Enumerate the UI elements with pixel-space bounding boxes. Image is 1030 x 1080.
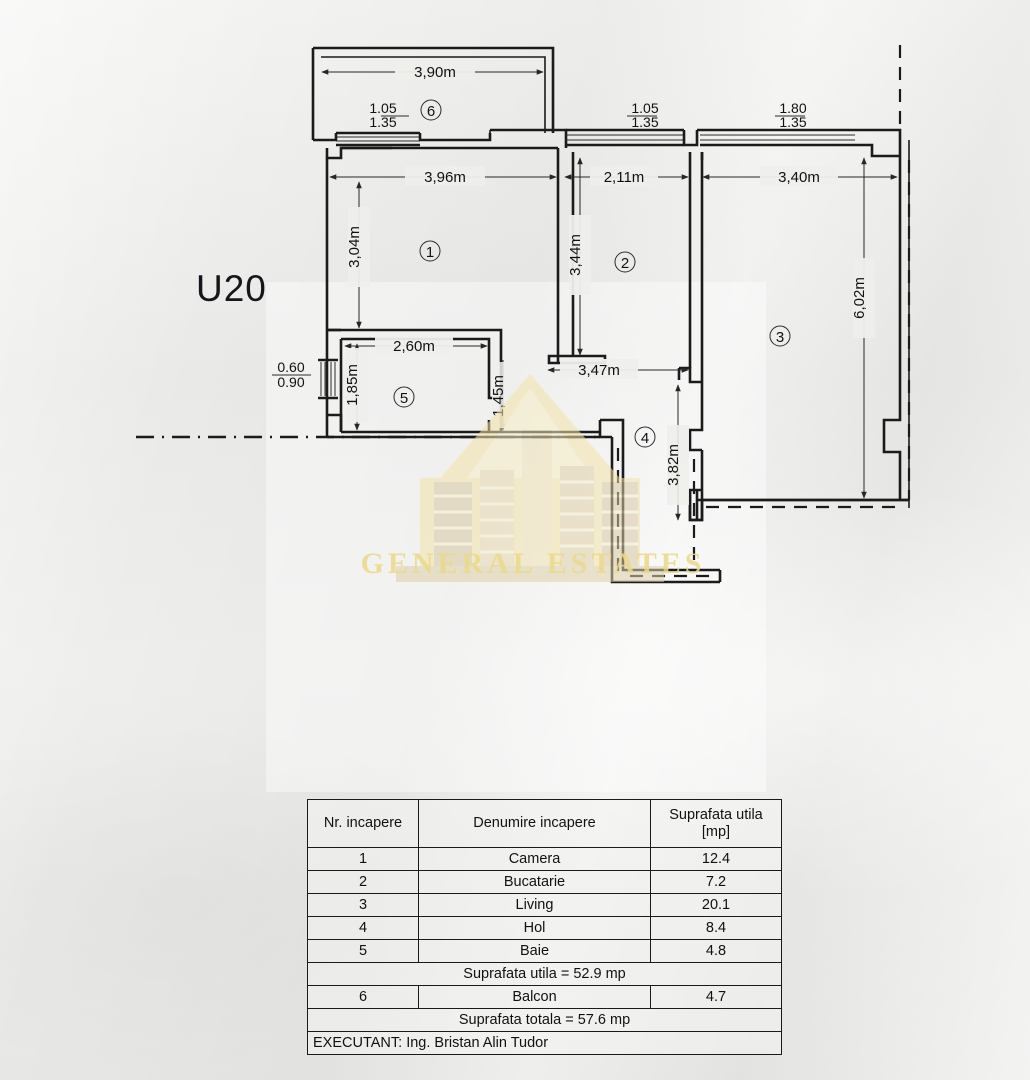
row-nr: 3 [307,893,419,918]
room-schedule-table: Nr. incapere Denumire incapere Suprafata… [307,798,782,1056]
table-row: 4 Hol 8.4 [307,916,782,941]
header-area: Suprafata utila [mp] [650,798,782,849]
room-marker-2-label: 2 [621,255,629,272]
opening-living-top: 1.80 [779,100,806,116]
subtotal-label: Suprafata utila = 52.9 mp [307,962,782,987]
dim-balcony-width-label: 3,90m [414,64,456,81]
dim-bath-door-label: 1,45m [490,375,507,417]
living-bottom-stub [688,490,909,522]
executant-label: EXECUTANT: Ing. Bristan Alin Tudor [307,1031,782,1056]
opening-kitchen-bottom: 1.35 [631,114,658,130]
row-area: 20.1 [650,893,782,918]
table-body: 1 Camera 12.4 2 Bucatarie 7.2 3 Living 2… [307,847,782,1056]
dim-room1-height: 3,04m [346,181,370,329]
room-marker-6: 6 [420,99,442,121]
table-header-row: Nr. incapere Denumire incapere Suprafata… [307,798,782,849]
room-marker-3-label: 3 [776,329,784,346]
balcony-name: Balcon [418,985,651,1010]
balcony-outline [311,46,555,140]
living-walls [688,128,910,522]
dim-balcony-width: 3,90m [321,61,544,81]
table-row: 5 Baie 4.8 [307,939,782,964]
total-label: Suprafata totala = 57.6 mp [307,1008,782,1033]
header-nr: Nr. incapere [307,798,419,849]
room-marker-5-label: 5 [400,390,408,407]
watermark-text: GENERAL ESTATES [360,547,706,580]
header-name: Denumire incapere [418,798,651,849]
dim-hall-height: 3,82m [665,384,689,521]
row-area: 4.8 [650,939,782,964]
total-row: Suprafata totala = 57.6 mp [307,1008,782,1033]
dim-living-width-label: 3,40m [778,169,820,186]
opening-kitchen-window: 1.05 1.35 [627,100,659,130]
room-marker-2: 2 [614,251,636,273]
balcony-nr: 6 [307,985,419,1010]
property-boundary-dashed [692,45,911,560]
dim-bath-height-label: 1,85m [344,364,361,406]
balcony-area: 4.7 [650,985,782,1010]
room-marker-1-label: 1 [426,244,434,261]
dim-living-height-label: 6,02m [851,277,868,319]
row-area: 8.4 [650,916,782,941]
row-area: 7.2 [650,870,782,895]
balcony-door-glazing [336,131,420,147]
dim-bath-width-label: 2,60m [393,338,435,355]
dim-kitchen-height: 3,44m [567,157,591,356]
dim-hall-height-label: 3,82m [665,444,682,486]
table-row: 3 Living 20.1 [307,893,782,918]
dim-hall-width: 3,47m [547,359,689,379]
dim-room1-width: 3,96m [329,166,557,186]
subtotal-row: Suprafata utila = 52.9 mp [307,962,782,987]
room-marker-1: 1 [419,240,441,262]
opening-bath-window: 0.60 0.90 [272,359,311,390]
row-nr: 1 [307,847,419,872]
row-nr: 5 [307,939,419,964]
row-nr: 4 [307,916,419,941]
dim-bath-height: 1,85m [344,343,368,431]
dim-room1-height-label: 3,04m [346,226,363,268]
row-name: Living [418,893,651,918]
opening-balcony-door: 1.05 1.35 [369,100,409,130]
room-marker-4-label: 4 [641,430,649,447]
plan-label: U20 [196,268,267,309]
row-name: Baie [418,939,651,964]
room-marker-6-label: 6 [427,103,435,120]
dim-living-height: 6,02m [851,157,875,499]
opening-bath-top: 0.60 [277,359,304,375]
opening-kitchen-top: 1.05 [631,100,658,116]
header-area-line1: Suprafata utila [669,807,763,823]
opening-living-window: 1.80 1.35 [775,100,807,130]
dim-hall-width-label: 3,47m [578,362,620,379]
executant-row: EXECUTANT: Ing. Bristan Alin Tudor [307,1031,782,1056]
dim-kitchen-width-label: 2,11m [604,169,645,186]
balcony-row: 6 Balcon 4.7 [307,985,782,1010]
room-marker-4: 4 [634,426,656,448]
dim-bath-door: 1,45m [490,360,514,431]
row-name: Hol [418,916,651,941]
dim-living-width: 3,40m [702,166,898,186]
table-row: 2 Bucatarie 7.2 [307,870,782,895]
row-name: Bucatarie [418,870,651,895]
dim-kitchen-width: 2,11m [564,166,689,186]
opening-living-bottom: 1.35 [779,114,806,130]
opening-balcony-bottom: 1.35 [369,114,396,130]
table-row: 1 Camera 12.4 [307,847,782,872]
dim-kitchen-height-label: 3,44m [567,234,584,276]
opening-bath-bottom: 0.90 [277,374,304,390]
row-area: 12.4 [650,847,782,872]
room-marker-5: 5 [393,386,415,408]
room-marker-3: 3 [769,325,791,347]
opening-balcony-top: 1.05 [369,100,396,116]
dim-bath-width: 2,60m [344,335,488,355]
row-nr: 2 [307,870,419,895]
row-name: Camera [418,847,651,872]
header-area-line2: [mp] [701,823,731,840]
dim-room1-width-label: 3,96m [424,169,466,186]
